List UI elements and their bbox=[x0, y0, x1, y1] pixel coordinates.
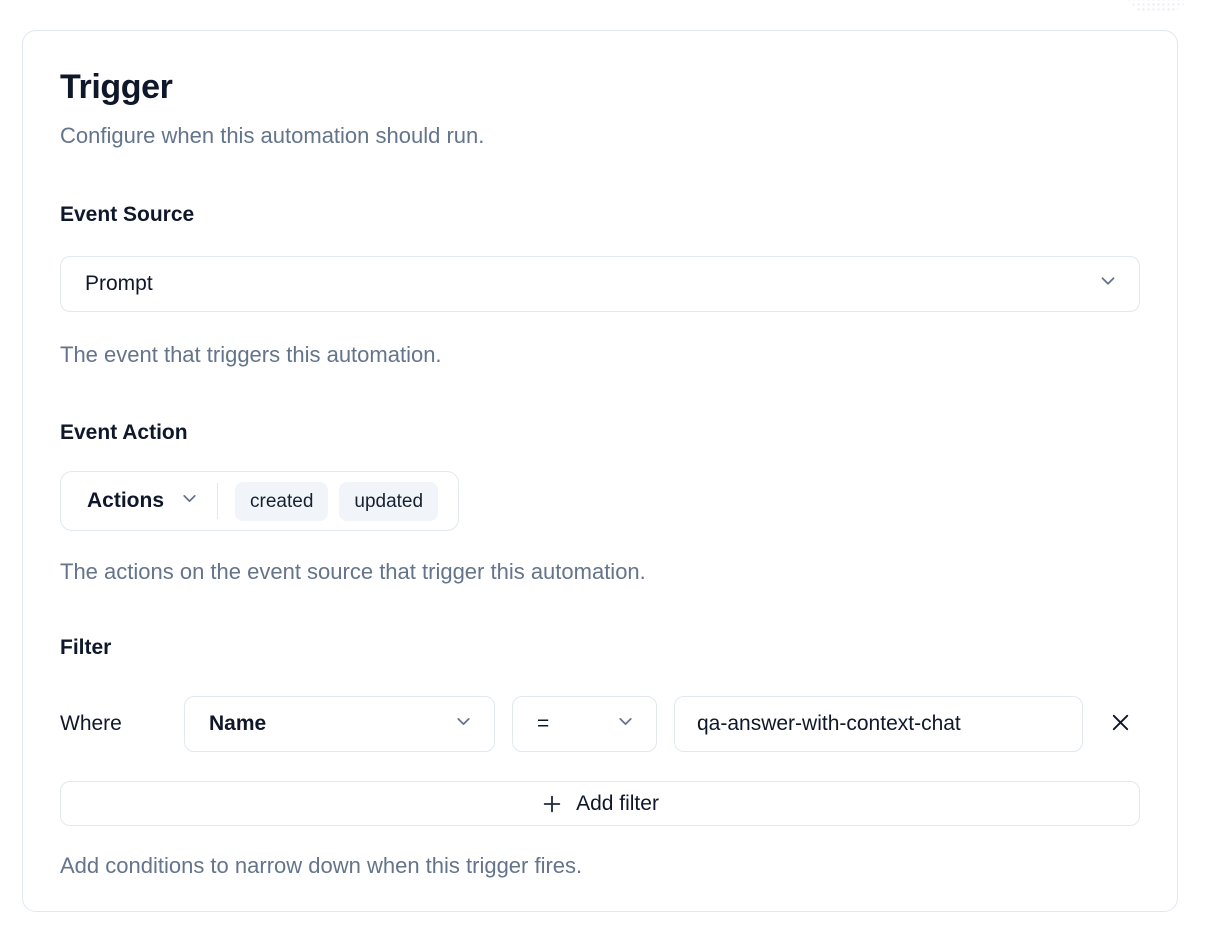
remove-filter-button[interactable] bbox=[1100, 704, 1140, 744]
chevron-down-icon bbox=[1097, 270, 1119, 298]
clipped-top-right-artifact bbox=[1126, 0, 1188, 12]
event-action-label: Event Action bbox=[60, 421, 188, 444]
filter-operator-select[interactable]: = bbox=[512, 696, 657, 752]
filter-helper: Add conditions to narrow down when this … bbox=[60, 853, 583, 878]
filter-label: Filter bbox=[60, 636, 112, 659]
add-filter-button[interactable]: Add filter bbox=[60, 781, 1140, 826]
event-action-control: Actions created updated bbox=[60, 471, 460, 531]
filter-field-value: Name bbox=[209, 712, 267, 735]
plus-icon bbox=[541, 793, 563, 815]
page-subtitle: Configure when this automation should ru… bbox=[60, 123, 485, 148]
add-filter-label: Add filter bbox=[576, 791, 659, 815]
action-chip-created[interactable]: created bbox=[235, 481, 329, 521]
chevron-down-icon bbox=[615, 711, 636, 738]
event-source-helper: The event that triggers this automation. bbox=[60, 342, 442, 367]
where-label: Where bbox=[60, 712, 122, 735]
chevron-down-icon bbox=[179, 488, 200, 515]
filter-operator-value: = bbox=[537, 712, 550, 735]
vertical-divider bbox=[217, 483, 219, 519]
actions-dropdown-button[interactable]: Actions bbox=[87, 488, 200, 515]
close-icon bbox=[1109, 711, 1132, 737]
event-source-selected-value: Prompt bbox=[85, 272, 153, 295]
filter-row: Where Name = bbox=[60, 696, 1140, 752]
event-source-select[interactable]: Prompt bbox=[60, 256, 1140, 312]
trigger-card: Trigger Configure when this automation s… bbox=[22, 30, 1178, 912]
event-source-label: Event Source bbox=[60, 203, 195, 226]
filter-value-input[interactable] bbox=[674, 696, 1083, 752]
actions-dropdown-label: Actions bbox=[87, 489, 165, 512]
filter-field-select[interactable]: Name bbox=[184, 696, 495, 752]
selected-action-chips: created updated bbox=[235, 481, 439, 521]
action-chip-updated[interactable]: updated bbox=[339, 481, 439, 521]
chevron-down-icon bbox=[453, 711, 474, 738]
page-title: Trigger bbox=[60, 68, 173, 106]
event-action-helper: The actions on the event source that tri… bbox=[60, 559, 646, 584]
